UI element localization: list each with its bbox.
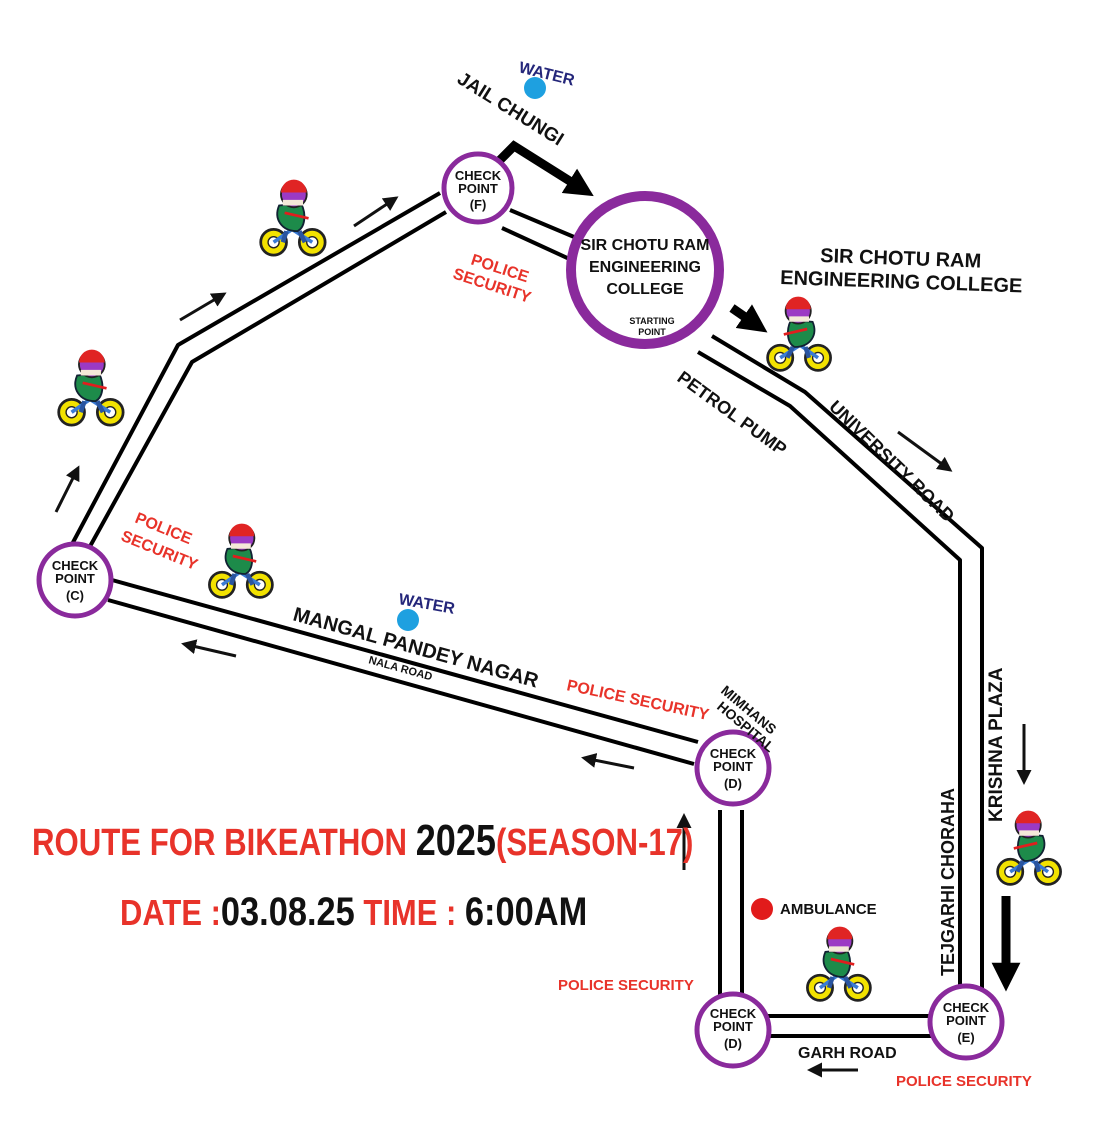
start-name-line2: ENGINEERING xyxy=(589,259,701,276)
title-prefix: ROUTE FOR BIKEATHON xyxy=(32,822,408,864)
start-tag-line1: STARTING xyxy=(629,316,674,326)
start-name-line3: COLLEGE xyxy=(606,281,684,298)
arrow-icon xyxy=(581,752,635,770)
start-name-line1: SIR CHOTU RAM xyxy=(581,237,710,254)
road-c-to-f-inner xyxy=(86,210,448,551)
title-year: 2025 xyxy=(415,816,497,865)
checkpoint-f-line1: CHECK xyxy=(455,168,502,183)
ambulance-dot xyxy=(751,898,773,920)
checkpoint-f-id: (F) xyxy=(470,197,487,212)
security-lower-left: POLICE SECURITY xyxy=(558,977,694,994)
checkpoint-d-lower-line1: CHECK xyxy=(710,1006,757,1021)
college-label-line2: ENGINEERING COLLEGE xyxy=(780,267,1023,297)
date-value: 03.08.25 xyxy=(220,890,355,934)
road-college-to-e-inner xyxy=(696,350,962,990)
start-tag-line2: POINT xyxy=(638,327,666,337)
time-label: TIME : xyxy=(363,892,457,933)
checkpoint-d-upper: CHECK POINT (D) xyxy=(694,729,772,807)
page-title: ROUTE FOR BIKEATHON 2025(SEASON-17) xyxy=(32,816,693,866)
road-mangal-outer xyxy=(111,578,699,744)
water-dot-mid xyxy=(397,609,419,631)
cyclist-icon xyxy=(261,180,325,255)
checkpoint-e: CHECK POINT (E) xyxy=(927,983,1005,1061)
event-date-time: DATE :03.08.25 TIME : 6:00AM xyxy=(120,890,602,935)
cyclist-icon xyxy=(998,811,1061,885)
checkpoint-f-line2: POINT xyxy=(458,181,498,196)
bold-arrow-icon xyxy=(729,304,768,333)
starting-point: SIR CHOTU RAM ENGINEERING COLLEGE STARTI… xyxy=(566,191,724,349)
road-label-petrol-pump: PETROL PUMP xyxy=(674,367,791,459)
checkpoint-d-upper-id: (D) xyxy=(724,776,742,791)
date-label: DATE : xyxy=(120,892,221,933)
checkpoint-e-line1: CHECK xyxy=(943,1000,990,1015)
security-mangal: POLICE SECURITY xyxy=(565,677,711,724)
cyclist-icon xyxy=(59,350,123,425)
road-label-garh-road: GARH ROAD xyxy=(798,1045,897,1062)
road-mangal-inner xyxy=(107,598,695,766)
title-suffix: (SEASON-17) xyxy=(496,822,694,864)
road-f-to-college-inner xyxy=(501,226,577,264)
checkpoint-d-upper-line1: CHECK xyxy=(710,746,757,761)
checkpoint-d-lower: CHECK POINT (D) xyxy=(694,991,772,1069)
bold-arrow-icon xyxy=(496,140,594,197)
checkpoint-e-line2: POINT xyxy=(946,1013,986,1028)
arrow-icon xyxy=(179,292,227,322)
road-network xyxy=(68,191,984,1038)
checkpoint-c-id: (C) xyxy=(66,588,84,603)
checkpoint-d-lower-id: (D) xyxy=(724,1036,742,1051)
ambulance-label: AMBULANCE xyxy=(780,901,877,918)
water-dot-top xyxy=(524,77,546,99)
security-near-e: POLICE SECURITY xyxy=(896,1073,1032,1090)
checkpoint-d-upper-line2: POINT xyxy=(713,759,753,774)
checkpoint-c: CHECK POINT (C) xyxy=(36,541,114,619)
road-f-to-college-outer xyxy=(509,208,587,244)
checkpoint-c-line1: CHECK xyxy=(52,558,99,573)
road-label-tejgarhi-choraha: TEJGARHI CHORAHA xyxy=(938,788,958,976)
checkpoint-d-lower-line2: POINT xyxy=(713,1019,753,1034)
arrow-icon xyxy=(54,465,80,513)
cyclist-icon xyxy=(209,524,272,598)
checkpoint-e-id: (E) xyxy=(957,1030,974,1045)
bold-direction-arrows xyxy=(496,140,1021,992)
road-c-to-f-outer xyxy=(68,191,442,549)
direction-arrows xyxy=(54,196,1032,1078)
arrow-icon xyxy=(353,196,399,228)
road-label-krishna-plaza: KRISHNA PLAZA xyxy=(986,667,1007,822)
arrow-icon xyxy=(181,639,237,658)
cyclist-icon xyxy=(807,927,870,1001)
road-college-to-e-outer xyxy=(710,334,984,990)
checkpoint-f: CHECK POINT (F) xyxy=(441,151,515,225)
checkpoint-c-line2: POINT xyxy=(55,571,95,586)
time-value: 6:00AM xyxy=(464,890,588,934)
arrow-icon xyxy=(897,430,953,472)
cyclist-icon xyxy=(768,297,831,371)
